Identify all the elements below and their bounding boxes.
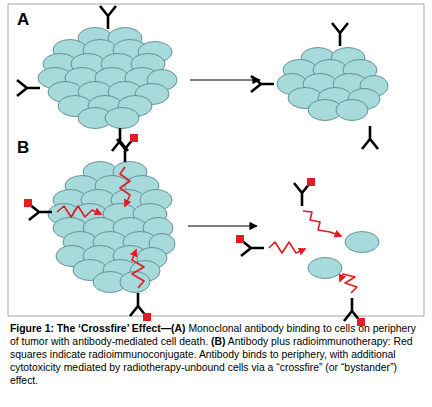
caption-bold-run: Figure 1: The ‘Crossfire’ Effect—(A) <box>10 323 186 334</box>
radiation-path <box>303 211 341 236</box>
radiation-path <box>57 206 101 217</box>
figure-caption: Figure 1: The ‘Crossfire’ Effect—(A) Mon… <box>10 322 424 387</box>
antibody <box>130 293 146 316</box>
antibody <box>117 139 133 162</box>
antibody <box>100 6 116 29</box>
antibody <box>17 80 40 96</box>
antibody <box>332 23 348 46</box>
tumor-cell <box>336 100 368 121</box>
tumor-cell <box>105 108 139 129</box>
radioimmunoconjugate <box>143 313 151 321</box>
radioimmunoconjugate <box>236 235 244 243</box>
tumor-cell <box>120 272 150 293</box>
radioimmunoconjugate <box>24 199 32 207</box>
antibody <box>362 126 378 149</box>
radiation-path <box>340 274 357 293</box>
radioimmunoconjugate <box>130 134 138 142</box>
process-arrow <box>188 225 257 226</box>
antibody <box>241 240 264 256</box>
radioimmunoconjugate <box>307 178 315 186</box>
antibody <box>344 298 360 321</box>
antibody <box>29 204 52 220</box>
radiation-path <box>269 242 305 253</box>
process-arrow <box>190 79 260 80</box>
antibody <box>251 76 274 92</box>
panel-letter: A <box>17 11 29 28</box>
caption-bold-run: (B) <box>211 336 225 347</box>
tumor-cell <box>308 258 342 279</box>
radiation-path <box>132 250 144 288</box>
panel-frame <box>8 4 424 316</box>
radiation-path <box>120 167 130 206</box>
panel-letter: B <box>17 139 29 156</box>
tumor-cell <box>345 232 379 253</box>
antibody <box>294 183 310 206</box>
